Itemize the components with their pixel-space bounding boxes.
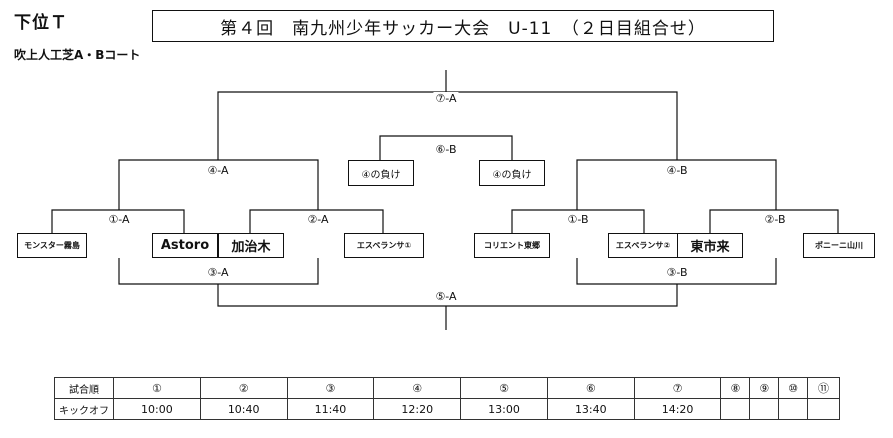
team-box-esperanza1: エスペランサ① (344, 233, 424, 258)
order-cell: ⑪ (807, 377, 840, 399)
page-heading: 下位Ｔ (14, 13, 68, 33)
time-cell (807, 398, 840, 420)
time-cell: 13:40 (546, 398, 635, 420)
match-label-6b: ⑥-B (433, 143, 459, 157)
schedule-row-header: 試合順 (54, 377, 114, 399)
team-box-astoro: Astoro (152, 233, 218, 258)
time-cell: 11:40 (286, 398, 375, 420)
team-box-colient: コリエント東郷 (474, 233, 550, 258)
team-box-pony: ポニーニ山川 (803, 233, 875, 258)
time-cell (749, 398, 780, 420)
order-cell: ⑦ (633, 377, 722, 399)
team-box-tokurai: 東市来 (677, 233, 743, 258)
match-label-1a: ①-A (106, 213, 132, 227)
order-cell: ③ (286, 377, 375, 399)
time-cell: 14:20 (633, 398, 722, 420)
schedule-row-header: キックオフ (54, 398, 114, 420)
time-cell: 12:20 (373, 398, 462, 420)
page-title: 第４回 南九州少年サッカー大会 U-11 （２日目組合せ） (152, 10, 774, 42)
order-cell: ② (199, 377, 288, 399)
schedule-table: 試合順 ① ② ③ ④ ⑤ ⑥ ⑦ ⑧ ⑨ ⑩ ⑪ キックオフ 10:00 10… (54, 377, 840, 420)
match-label-4a: ④-A (205, 164, 231, 178)
order-cell: ⑨ (749, 377, 780, 399)
match-label-4b: ④-B (664, 164, 690, 178)
order-cell: ⑤ (460, 377, 548, 399)
match-label-1b: ①-B (565, 213, 591, 227)
team-box-esperanza2: エスペランサ② (608, 233, 678, 258)
match-label-2b: ②-B (762, 213, 788, 227)
schedule-time-row: キックオフ 10:00 10:40 11:40 12:20 13:00 13:4… (54, 398, 840, 420)
match-label-7a: ⑦-A (433, 92, 459, 106)
match-label-5a: ⑤-A (433, 290, 459, 304)
order-cell: ⑩ (778, 377, 809, 399)
schedule-order-row: 試合順 ① ② ③ ④ ⑤ ⑥ ⑦ ⑧ ⑨ ⑩ ⑪ (54, 377, 840, 399)
order-cell: ④ (373, 377, 462, 399)
team-box-monster: モンスター霧島 (17, 233, 87, 258)
match-label-2a: ②-A (305, 213, 331, 227)
time-cell: 13:00 (460, 398, 548, 420)
time-cell (720, 398, 751, 420)
venue-label: 吹上人工芝A・Bコート (14, 48, 141, 62)
time-cell (778, 398, 809, 420)
team-box-kajiki: 加治木 (218, 233, 284, 258)
team-box-loser2: ④の負け (479, 160, 545, 186)
match-label-3a: ③-A (205, 266, 231, 280)
team-box-loser1: ④の負け (348, 160, 414, 186)
time-cell: 10:00 (113, 398, 201, 420)
order-cell: ⑥ (546, 377, 635, 399)
time-cell: 10:40 (199, 398, 288, 420)
match-label-3b: ③-B (664, 266, 690, 280)
order-cell: ① (113, 377, 201, 399)
order-cell: ⑧ (720, 377, 751, 399)
